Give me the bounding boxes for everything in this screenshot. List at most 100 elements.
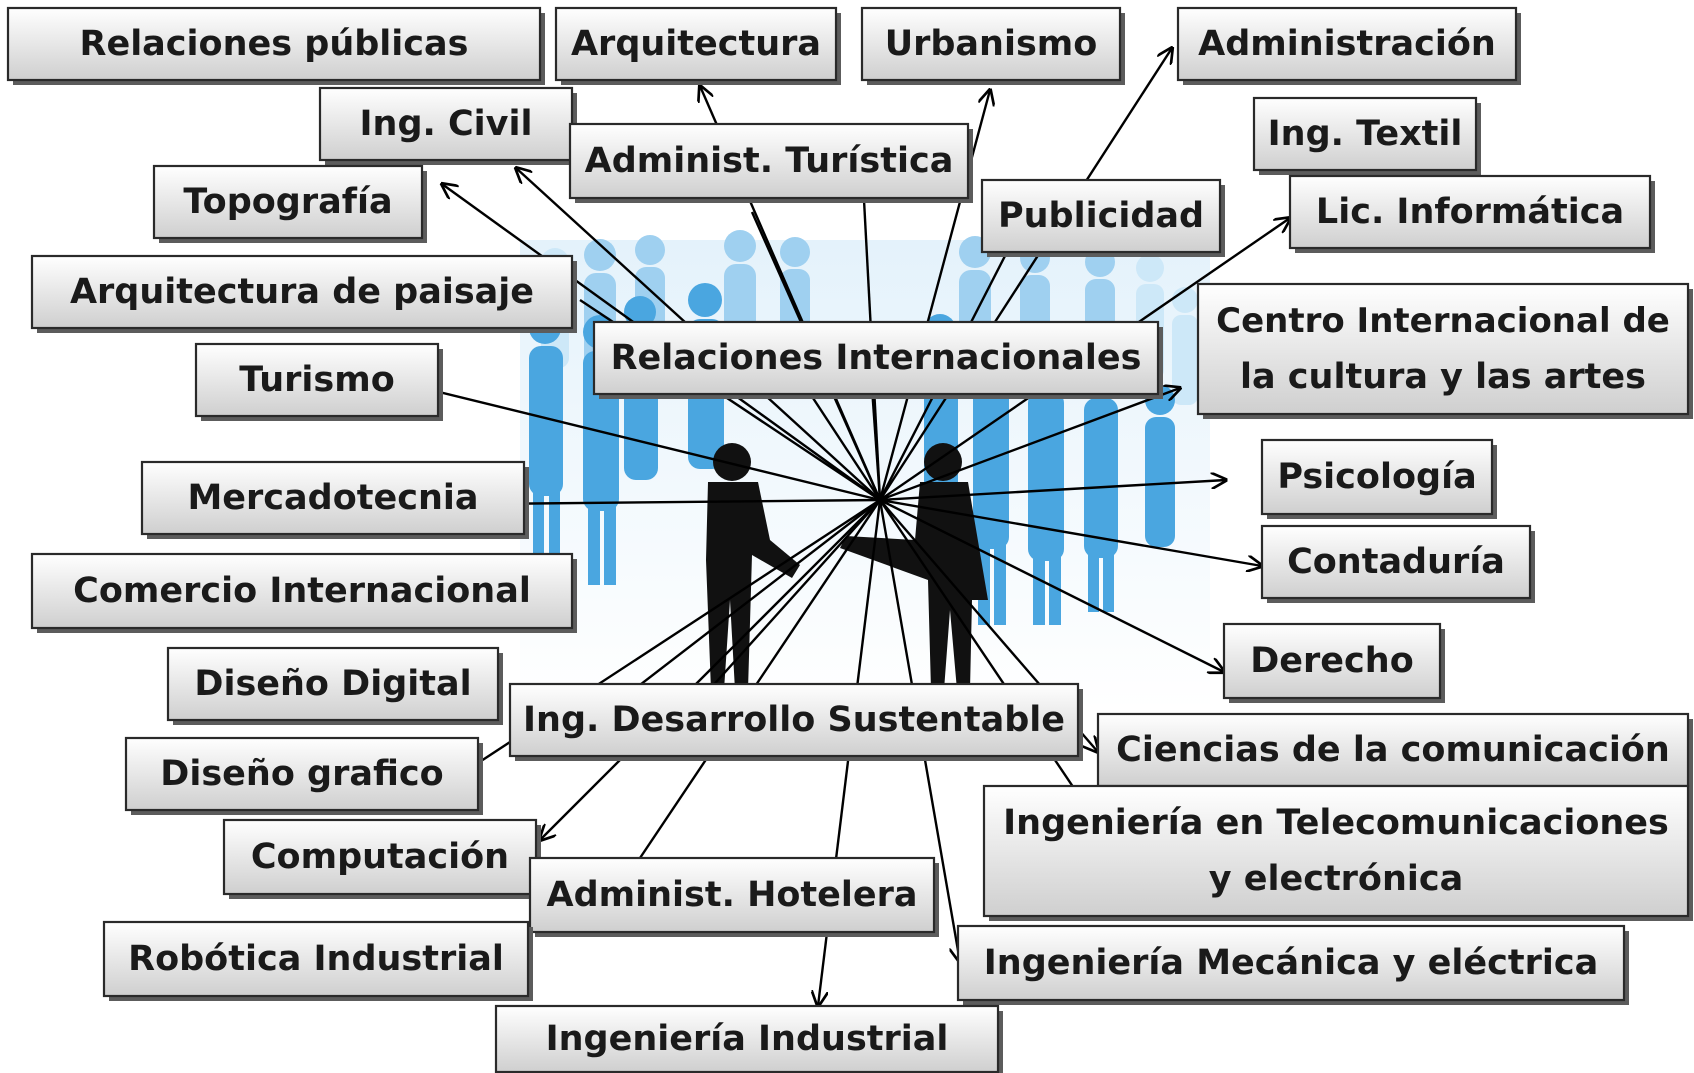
node-label: Diseño Digital: [194, 664, 471, 704]
node-centro-internacional: Centro Internacional de la cultura y las …: [1196, 282, 1693, 419]
connector-arrow: [879, 480, 1226, 502]
node-administracion: Administración: [1176, 6, 1521, 85]
node-box: [1260, 524, 1532, 600]
connector-arrow: [482, 500, 881, 504]
node-arquitectura: Arquitectura: [554, 6, 841, 85]
node-psicologia: Psicología: [1260, 438, 1497, 519]
node-box: [140, 460, 526, 536]
connector-arrow: [878, 48, 1172, 501]
node-label: Ingeniería en Telecomunicaciones: [1003, 803, 1669, 843]
node-box: [6, 6, 542, 82]
node-diseno-grafico: Diseño grafico: [124, 736, 483, 815]
node-label: Relaciones públicas: [80, 24, 469, 64]
node-box: [860, 6, 1122, 82]
node-label: Administ. Hotelera: [547, 875, 918, 915]
node-label: Administ. Turística: [585, 141, 954, 181]
node-box: [30, 552, 574, 630]
node-label: Ing. Desarrollo Sustentable: [523, 700, 1065, 740]
connector-arrow: [879, 498, 1262, 566]
connector-arrow: [390, 380, 881, 502]
node-topografia: Topografía: [152, 164, 427, 243]
node-label: Ingeniería Mecánica y eléctrica: [984, 943, 1598, 983]
node-label: Urbanismo: [885, 24, 1098, 64]
node-box: [222, 818, 538, 896]
node-box: [980, 178, 1222, 254]
node-label: la cultura y las artes: [1240, 357, 1646, 397]
node-ing-desarrollo-sustentable: Ing. Desarrollo Sustentable: [508, 682, 1083, 761]
connector-arrow: [639, 499, 881, 859]
node-box: [102, 920, 530, 998]
node-box: [1260, 438, 1494, 516]
node-ing-civil: Ing. Civil: [318, 86, 577, 165]
node-ingenieria-industrial: Ingeniería Industrial: [494, 1004, 1003, 1073]
node-label: Arquitectura: [571, 24, 821, 64]
node-box: [124, 736, 480, 812]
connector-arrow: [879, 499, 1095, 819]
connector-arrow: [699, 499, 881, 701]
node-label: Computación: [251, 837, 509, 877]
node-box: [956, 924, 1626, 1002]
node-box: [194, 342, 440, 418]
node-mercadotecnia: Mercadotecnia: [140, 460, 529, 539]
node-label: Mercadotecnia: [187, 478, 478, 518]
node-diseno-digital: Diseño Digital: [166, 646, 503, 725]
node-label: Robótica Industrial: [128, 939, 504, 979]
node-label: Diseño grafico: [160, 754, 443, 794]
node-label: Arquitectura de paisaje: [70, 272, 534, 312]
node-computacion: Computación: [222, 818, 541, 899]
node-box: [568, 122, 970, 200]
node-lic-informatica: Lic. Informática: [1288, 174, 1655, 253]
node-ciencias-comunicacion: Ciencias de la comunicación: [1096, 712, 1693, 791]
node-comercio-internacional: Comercio Internacional: [30, 552, 577, 633]
node-label: Comercio Internacional: [73, 571, 531, 611]
node-label: y electrónica: [1209, 859, 1464, 899]
node-box: [508, 682, 1080, 758]
node-derecho: Derecho: [1222, 622, 1445, 703]
node-arquitectura-de-paisaje: Arquitectura de paisaje: [30, 254, 577, 333]
node-relaciones-publicas: Relaciones públicas: [6, 6, 545, 85]
node-box: [1176, 6, 1518, 82]
node-label: Lic. Informática: [1316, 192, 1624, 232]
node-boxes: Relaciones públicas Arquitectura Urbanismo…: [6, 6, 1693, 1073]
node-label: Contaduría: [1287, 542, 1505, 582]
node-box: [982, 784, 1690, 918]
node-box: [152, 164, 424, 240]
node-box: [1222, 622, 1442, 700]
node-ing-textil: Ing. Textil: [1252, 96, 1481, 175]
connector-arrow: [609, 499, 881, 709]
connector-arrow: [879, 388, 1180, 502]
node-box: [318, 86, 574, 162]
node-label: Relaciones Internacionales: [611, 338, 1142, 378]
node-label: Psicología: [1277, 457, 1476, 497]
node-ing-mecanica-electrica: Ingeniería Mecánica y eléctrica: [956, 924, 1629, 1005]
crowd-background-image: [520, 230, 1210, 710]
node-box: [1196, 282, 1690, 416]
connector-arrow: [879, 498, 1224, 672]
node-box: [592, 320, 1160, 396]
node-administ-hotelera: Administ. Hotelera: [528, 856, 939, 937]
node-ing-telecomunicaciones: Ingeniería en Telecomunicaciones y electr…: [982, 784, 1693, 921]
node-box: [166, 646, 500, 722]
connector-arrow: [540, 499, 881, 840]
handshake-silhouettes: [706, 443, 988, 690]
node-label: Topografía: [183, 182, 392, 222]
node-administ-turistica: Administ. Turística: [568, 122, 973, 203]
node-publicidad: Publicidad: [980, 178, 1225, 257]
node-box: [30, 254, 574, 330]
node-label: Ciencias de la comunicación: [1116, 730, 1670, 770]
node-box: [1288, 174, 1652, 250]
node-relaciones-internacionales: Relaciones Internacionales: [592, 320, 1163, 399]
node-box: [554, 6, 838, 82]
node-box: [1096, 712, 1690, 788]
node-urbanismo: Urbanismo: [860, 6, 1125, 85]
node-label: Ing. Civil: [360, 104, 533, 144]
node-label: Turismo: [239, 360, 395, 400]
node-label: Ing. Textil: [1268, 114, 1463, 154]
node-label: Ingeniería Industrial: [546, 1019, 949, 1059]
node-label: Derecho: [1250, 641, 1414, 681]
node-box: [1252, 96, 1478, 172]
node-box: [528, 856, 936, 934]
node-label: Centro Internacional de: [1216, 301, 1670, 341]
node-box: [494, 1004, 1000, 1073]
